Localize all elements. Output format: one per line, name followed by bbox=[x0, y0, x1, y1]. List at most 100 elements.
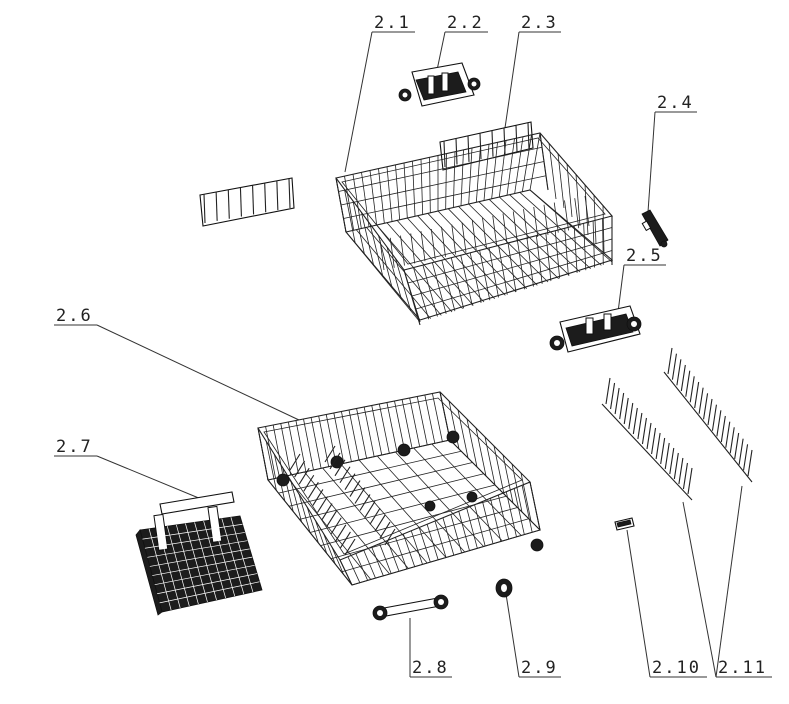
wire-segment bbox=[330, 517, 342, 535]
wire-segment bbox=[711, 404, 717, 431]
wire-segment bbox=[412, 161, 416, 217]
wire-segment bbox=[185, 523, 208, 603]
wire-segment bbox=[417, 215, 495, 299]
wire-segment bbox=[287, 421, 299, 474]
wire-segment bbox=[447, 208, 527, 289]
wire-segment bbox=[441, 226, 446, 257]
wire-segment bbox=[152, 556, 253, 576]
wire-segment bbox=[379, 543, 392, 574]
wire-segment bbox=[267, 439, 451, 481]
wire-segment bbox=[451, 224, 457, 255]
wire-segment bbox=[466, 507, 478, 549]
part-2-4-rail-clip bbox=[641, 209, 669, 248]
wire-segment bbox=[341, 518, 529, 573]
wire-segment bbox=[349, 480, 361, 497]
wire-segment bbox=[520, 472, 532, 522]
wire-segment bbox=[148, 528, 172, 611]
wire-segment bbox=[475, 427, 487, 477]
part-2-5-wheel-holder bbox=[549, 305, 642, 353]
wire-segment bbox=[502, 454, 514, 504]
wire-segment bbox=[323, 533, 336, 565]
wire-segment bbox=[395, 537, 408, 570]
part-2-10-clip bbox=[614, 517, 635, 531]
wire-segment bbox=[429, 157, 431, 213]
wire-segment bbox=[320, 495, 507, 547]
wire-segment bbox=[671, 353, 677, 380]
wire-segment bbox=[276, 181, 279, 211]
label-2-3: 2.3 bbox=[521, 13, 558, 33]
wire-segment bbox=[374, 514, 386, 532]
wire-segment bbox=[678, 457, 684, 485]
wire-segment bbox=[491, 142, 498, 199]
wire-segment bbox=[418, 527, 431, 563]
wire-segment bbox=[298, 493, 311, 533]
wire-segment bbox=[605, 377, 611, 405]
wire-segment bbox=[303, 418, 314, 471]
wire-segment bbox=[339, 466, 351, 484]
wire-segment bbox=[344, 189, 356, 244]
wire-segment bbox=[371, 405, 383, 456]
wire-segment bbox=[529, 189, 613, 263]
wire-segment bbox=[345, 231, 421, 323]
wire-segment bbox=[376, 224, 453, 313]
wire-segment bbox=[402, 533, 416, 567]
wire-segment bbox=[149, 548, 250, 567]
label-2-4: 2.4 bbox=[657, 93, 694, 113]
wire-segment bbox=[452, 151, 456, 208]
wire-segment bbox=[548, 143, 557, 200]
wire-segment bbox=[407, 227, 613, 284]
wire-segment bbox=[154, 564, 255, 586]
wire-segment bbox=[299, 473, 484, 520]
wire-segment bbox=[355, 553, 369, 581]
wire-segment bbox=[461, 222, 467, 253]
wire-segment bbox=[466, 418, 478, 468]
wire-segment bbox=[502, 213, 508, 244]
wire-segment bbox=[166, 526, 190, 607]
wire-segment bbox=[407, 217, 485, 303]
wire-segment bbox=[619, 392, 625, 420]
wire-segment bbox=[628, 402, 634, 430]
wire-segment bbox=[386, 166, 393, 222]
wire-segment bbox=[265, 441, 277, 491]
wire-segment bbox=[632, 407, 638, 435]
wire-segment bbox=[400, 235, 405, 266]
wire-segment bbox=[252, 185, 255, 215]
wire-segment bbox=[361, 212, 375, 266]
wire-segment bbox=[575, 174, 581, 227]
wire-segment bbox=[309, 484, 496, 533]
wire-segment bbox=[230, 517, 254, 593]
wire-segment bbox=[416, 396, 428, 446]
wire-segment bbox=[584, 195, 590, 227]
wire-segment bbox=[265, 426, 276, 479]
wire-segment bbox=[340, 161, 545, 206]
wire-segment bbox=[289, 453, 301, 471]
wire-segment bbox=[687, 467, 693, 495]
wire-segment bbox=[499, 196, 581, 273]
wire-segment bbox=[471, 220, 477, 251]
wire-segment bbox=[326, 510, 338, 527]
wire-segment bbox=[669, 447, 675, 475]
wire-segment bbox=[288, 178, 291, 209]
wire-segment bbox=[410, 530, 423, 565]
wire-segment bbox=[176, 524, 199, 605]
leader-lines bbox=[54, 31, 772, 678]
label-2-6: 2.6 bbox=[56, 306, 93, 326]
wire-segment bbox=[288, 462, 473, 507]
wire-segment bbox=[344, 473, 356, 490]
wire-segment bbox=[312, 489, 324, 506]
wire-segment bbox=[673, 452, 679, 480]
part-labels: 2.1 2.2 2.3 2.4 2.5 2.6 2.7 2.8 2.9 2.10… bbox=[56, 13, 765, 678]
wire-segment bbox=[386, 402, 398, 452]
wire-segment bbox=[394, 400, 405, 451]
wire-segment bbox=[747, 449, 753, 477]
wire-segment bbox=[298, 467, 310, 485]
wire-segment bbox=[347, 556, 361, 583]
wire-segment bbox=[445, 153, 447, 210]
wire-segment bbox=[512, 211, 518, 242]
wire-segment bbox=[490, 498, 502, 542]
wire-segment bbox=[521, 134, 532, 192]
wire-segment bbox=[343, 175, 547, 219]
wire-segment bbox=[203, 520, 226, 599]
wire-segment bbox=[352, 200, 365, 255]
